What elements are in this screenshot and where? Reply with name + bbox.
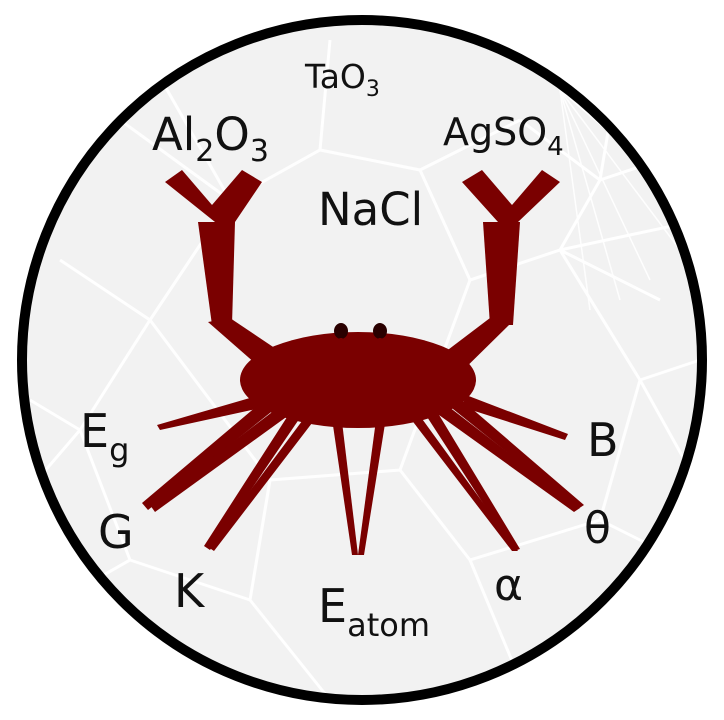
label-alpha: α (494, 560, 523, 611)
leg (462, 395, 568, 440)
leg (358, 405, 388, 555)
leg (142, 395, 280, 510)
leg (404, 405, 518, 551)
label-b: B (587, 413, 619, 467)
label-agso4: AgSO4 (443, 110, 564, 162)
leg (330, 405, 358, 555)
logo-border (17, 15, 707, 705)
leg (157, 395, 265, 430)
left-forearm (198, 222, 235, 325)
leg (204, 400, 308, 550)
label-k: K (174, 564, 206, 618)
crab-icon (142, 170, 584, 555)
crab-eye-left (334, 323, 348, 339)
label-eg: Eg (80, 404, 129, 469)
crab-eye-right (373, 323, 387, 339)
label-eatom: Eatom (318, 579, 430, 644)
leg (150, 400, 296, 512)
label-al2o3: Al2O3 (152, 108, 269, 169)
leg (448, 395, 584, 509)
leg (432, 400, 580, 512)
label-nacl: NaCl (318, 183, 423, 236)
right-forearm (483, 222, 520, 325)
left-claw (165, 170, 262, 222)
label-g: G (98, 505, 134, 559)
leg (420, 400, 520, 551)
right-claw (462, 170, 560, 222)
label-tao3: TaO3 (304, 57, 380, 102)
crab-body (240, 332, 476, 428)
leg (208, 405, 322, 551)
label-theta: θ (584, 503, 611, 554)
